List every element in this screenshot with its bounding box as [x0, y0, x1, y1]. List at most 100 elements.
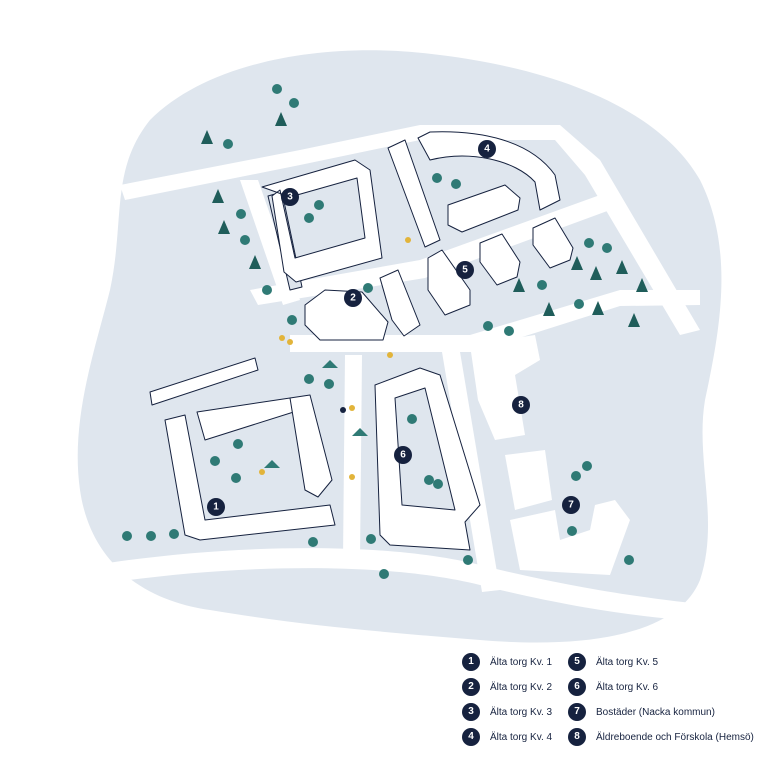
legend-badge: 8: [568, 728, 586, 746]
umbrella-icon: [264, 460, 280, 468]
cafe-umbrellas: [264, 360, 368, 468]
pine-tree-icon: [275, 112, 287, 126]
tree-icon: [363, 283, 373, 293]
pine-tree-icon: [218, 220, 230, 234]
tree-icon: [451, 179, 461, 189]
legend-item-4[interactable]: 4 Älta torg Kv. 4: [462, 727, 552, 747]
building-kv5-a: [427, 249, 471, 316]
person: [279, 335, 285, 341]
trees: [122, 84, 648, 579]
legend-item-7[interactable]: 7 Bostäder (Nacka kommun): [568, 702, 715, 722]
pine-tree-icon: [513, 278, 525, 292]
tree-icon: [483, 321, 493, 331]
tree-icon: [602, 243, 612, 253]
tree-icon: [223, 139, 233, 149]
legend-badge: 2: [462, 678, 480, 696]
tree-icon: [504, 326, 514, 336]
tree-icon: [432, 173, 442, 183]
building-bar-west: [149, 357, 259, 406]
legend-badge: 1: [462, 653, 480, 671]
tree-icon: [169, 529, 179, 539]
person: [287, 339, 293, 345]
marker-1[interactable]: 1: [207, 498, 225, 516]
legend-item-1[interactable]: 1 Älta torg Kv. 1: [462, 652, 552, 672]
svg-text:7: 7: [568, 500, 574, 511]
pine-tree-icon: [590, 266, 602, 280]
marker-5[interactable]: 5: [456, 261, 474, 279]
pine-tree-icon: [636, 278, 648, 292]
svg-text:4: 4: [484, 144, 490, 155]
umbrella-icon: [352, 428, 368, 436]
pine-tree-icon: [571, 256, 583, 270]
legend-item-2[interactable]: 2 Älta torg Kv. 2: [462, 677, 552, 697]
legend-item-5[interactable]: 5 Älta torg Kv. 5: [568, 652, 658, 672]
pine-tree-icon: [592, 301, 604, 315]
tree-icon: [262, 285, 272, 295]
person: [349, 474, 355, 480]
building-kv5-b: [479, 233, 521, 286]
tree-icon: [314, 200, 324, 210]
pine-tree-icon: [249, 255, 261, 269]
tree-icon: [240, 235, 250, 245]
building-kv5-c: [532, 217, 574, 269]
marker-3[interactable]: 3: [281, 188, 299, 206]
tree-icon: [272, 84, 282, 94]
tree-icon: [463, 555, 473, 565]
tree-icon: [433, 479, 443, 489]
legend-item-8[interactable]: 8 Äldreboende och Förskola (Hemsö): [568, 727, 754, 747]
marker-6[interactable]: 6: [394, 446, 412, 464]
tree-icon: [231, 473, 241, 483]
pine-tree-icon: [543, 302, 555, 316]
building-kv4-south: [447, 184, 521, 233]
road-center-vertical: [440, 340, 500, 592]
svg-text:3: 3: [287, 192, 293, 203]
building-kv2: [304, 289, 389, 341]
pine-tree-icon: [628, 313, 640, 327]
tree-icon: [304, 213, 314, 223]
tree-icon: [122, 531, 132, 541]
buildings: [149, 131, 630, 575]
building-kv3-east: [387, 139, 441, 248]
tree-icon: [324, 379, 334, 389]
legend-badge: 3: [462, 703, 480, 721]
tree-icon: [624, 555, 634, 565]
person: [340, 407, 346, 413]
legend-badge: 7: [568, 703, 586, 721]
marker-7[interactable]: 7: [562, 496, 580, 514]
svg-text:1: 1: [213, 502, 219, 513]
tree-icon: [582, 461, 592, 471]
legend-badge: 6: [568, 678, 586, 696]
legend-label: Älta torg Kv. 4: [490, 731, 553, 743]
umbrella-icon: [322, 360, 338, 368]
building-kv1: [164, 414, 336, 541]
tree-icon: [571, 471, 581, 481]
road-left-vertical: [343, 355, 362, 560]
legend-badge: 5: [568, 653, 586, 671]
building-kv6: [374, 367, 481, 551]
marker-4[interactable]: 4: [478, 140, 496, 158]
svg-text:6: 6: [400, 450, 406, 461]
road-south: [95, 548, 710, 622]
legend-item-3[interactable]: 3 Älta torg Kv. 3: [462, 702, 552, 722]
tree-icon: [424, 475, 434, 485]
marker-8[interactable]: 8: [512, 396, 530, 414]
legend-label: Älta torg Kv. 5: [596, 656, 659, 668]
tree-icon: [304, 374, 314, 384]
marker-2[interactable]: 2: [344, 289, 362, 307]
people: [259, 237, 411, 480]
building-kv8: [470, 335, 540, 440]
tree-icon: [289, 98, 299, 108]
person: [259, 469, 265, 475]
svg-text:8: 8: [518, 400, 524, 411]
svg-text:5: 5: [462, 265, 468, 276]
pine-tree-icon: [616, 260, 628, 274]
tree-icon: [210, 456, 220, 466]
legend-label: Älta torg Kv. 1: [490, 656, 553, 668]
tree-icon: [379, 569, 389, 579]
pine-tree-icon: [212, 189, 224, 203]
pine-tree-icon: [201, 130, 213, 144]
building-kv1-east: [289, 394, 333, 498]
legend-label: Älta torg Kv. 2: [490, 681, 553, 693]
legend-item-6[interactable]: 6 Älta torg Kv. 6: [568, 677, 658, 697]
